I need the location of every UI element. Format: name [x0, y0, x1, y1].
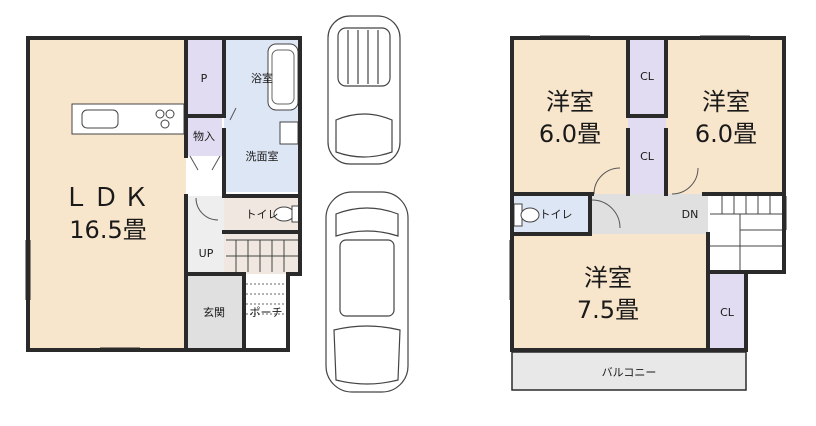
room-bottom-2f	[512, 234, 708, 350]
storage-area	[186, 116, 222, 156]
windows-1f	[25, 240, 140, 349]
stairs-hall	[186, 196, 224, 274]
pantry-label: P	[201, 72, 208, 85]
stair-treads-2f	[710, 196, 782, 272]
stove-burner-icon	[155, 109, 165, 119]
car-bottom	[325, 191, 409, 393]
stove-burner-icon	[160, 119, 170, 129]
walls-1f	[26, 36, 302, 352]
hall-area	[186, 156, 224, 196]
balcony-label: バルコニー	[602, 366, 657, 379]
wash-basin-icon	[279, 121, 299, 145]
closet-2-area	[628, 116, 666, 194]
floor-1: ＬＤＫ 16.5畳 P 物入 浴室 洗面室 トイレ UP 玄関 ポーチ	[25, 36, 302, 352]
toilet-icon	[273, 205, 300, 223]
stairs-down-label: DN	[682, 208, 699, 221]
room-left-size: 6.0畳	[539, 120, 601, 148]
room-right-name: 洋室	[702, 88, 750, 116]
walls-2f	[510, 36, 786, 352]
storage-label: 物入	[193, 129, 215, 143]
entrance-label: 玄関	[203, 305, 225, 319]
sink-icon	[81, 109, 119, 129]
room-left-name: 洋室	[546, 88, 594, 116]
ldk-size: 16.5畳	[69, 216, 146, 244]
toilet-label-1f: トイレ	[246, 208, 279, 221]
closet-3-area	[708, 272, 746, 350]
closet-2-label: CL	[640, 150, 655, 163]
washroom-label: 洗面室	[246, 149, 279, 163]
floor-2: 洋室 6.0畳 洋室 6.0畳 洋室 7.5畳 CL CL CL トイレ DN …	[509, 35, 787, 391]
bathtub-icon	[267, 43, 299, 111]
room-bottom-name: 洋室	[584, 264, 632, 292]
porch-label: ポーチ	[250, 306, 283, 319]
car-top	[327, 15, 401, 165]
closet-1-label: CL	[640, 70, 655, 83]
room-left-2f	[512, 38, 628, 194]
ldk-room	[28, 38, 186, 350]
toilet-label-2f: トイレ	[540, 208, 573, 221]
door-swings-2f	[591, 167, 699, 229]
porch-area	[244, 274, 288, 350]
closet-3-label: CL	[720, 306, 735, 319]
room-right-size: 6.0畳	[695, 120, 757, 148]
stair-treads-1f	[226, 239, 300, 272]
windows-2f	[509, 35, 787, 300]
pantry-area	[186, 40, 222, 116]
entrance-area	[186, 274, 244, 350]
toilet-icon	[513, 203, 540, 227]
stove-burner-icon	[165, 109, 175, 119]
ldk-name: ＬＤＫ	[63, 183, 153, 213]
porch-steps	[246, 283, 286, 315]
door-swings-1f	[189, 107, 237, 221]
stairs-up-label: UP	[199, 247, 214, 260]
bath-label: 浴室	[251, 71, 273, 85]
kitchen-counter	[71, 103, 185, 135]
balcony-area	[511, 351, 747, 391]
room-right-2f	[666, 38, 784, 194]
closet-1-area	[628, 40, 666, 116]
room-bottom-size: 7.5畳	[577, 296, 639, 324]
